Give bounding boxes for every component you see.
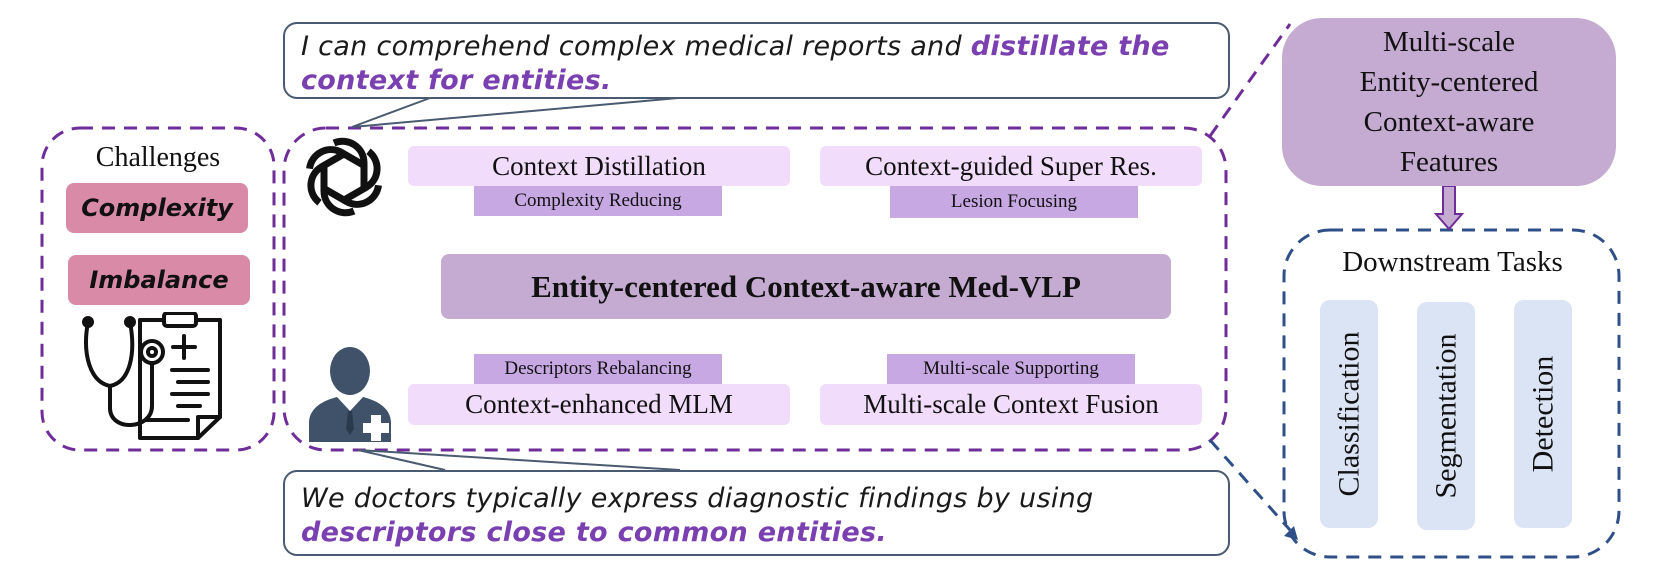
challenge-tag-complexity: Complexity — [66, 183, 248, 233]
submodule-complexity-reducing: Complexity Reducing — [474, 186, 722, 216]
module-context-guided-super-res: Context-guided Super Res. — [820, 146, 1202, 186]
module-context-distillation: Context Distillation — [408, 146, 790, 186]
bottom-speech-text: We doctors typically express diagnostic … — [301, 483, 1094, 514]
framework-border — [282, 126, 1228, 452]
submodule-lesion-focusing: Lesion Focusing — [890, 186, 1138, 218]
task-detection-label: Detection — [1526, 355, 1559, 473]
medical-report-stethoscope-icon — [82, 312, 222, 440]
downstream-link-line — [1208, 439, 1292, 531]
task-classification: Classification — [1320, 300, 1378, 528]
challenges-title: Challenges — [95, 142, 221, 173]
bottom-speech-highlight: descriptors close to common entities. — [301, 517, 887, 548]
top-bubble-tail — [351, 97, 679, 128]
task-detection: Detection — [1514, 300, 1572, 528]
submodule-descriptors-rebalancing: Descriptors Rebalancing — [474, 354, 722, 384]
module-multi-scale-context-fusion: Multi-scale Context Fusion — [820, 384, 1202, 425]
features-line-3: Context-aware — [1363, 106, 1535, 138]
bottom-speech-bubble: We doctors typically express diagnostic … — [283, 470, 1230, 556]
challenges-border — [40, 126, 276, 452]
task-segmentation-label: Segmentation — [1429, 333, 1463, 499]
downstream-title: Downstream Tasks — [1342, 246, 1563, 278]
downstream-border — [1282, 228, 1621, 559]
task-classification-label: Classification — [1332, 331, 1366, 497]
challenge-tag-imbalance: Imbalance — [68, 255, 250, 305]
downstream-arrowhead — [1284, 526, 1298, 540]
main-title-bar: Entity-centered Context-aware Med-VLP — [441, 254, 1171, 319]
features-line-1: Multi-scale — [1382, 26, 1516, 58]
top-speech-text: I can comprehend complex medical reports… — [301, 31, 971, 62]
module-context-enhanced-mlm: Context-enhanced MLM — [408, 384, 790, 425]
features-link-line — [1208, 23, 1292, 137]
bottom-bubble-tail — [357, 449, 681, 471]
task-segmentation: Segmentation — [1417, 302, 1475, 530]
openai-logo-icon — [306, 137, 382, 217]
submodule-multi-scale-supporting: Multi-scale Supporting — [887, 354, 1135, 384]
features-box: Multi-scale Entity-centered Context-awar… — [1282, 18, 1616, 186]
features-line-4: Features — [1399, 146, 1499, 178]
features-line-2: Entity-centered — [1359, 66, 1539, 98]
doctor-icon — [309, 347, 391, 442]
down-arrow-icon — [1434, 186, 1464, 230]
top-speech-bubble: I can comprehend complex medical reports… — [283, 22, 1230, 99]
top-speech-highlight: distillate the context for entities. — [301, 31, 1170, 96]
